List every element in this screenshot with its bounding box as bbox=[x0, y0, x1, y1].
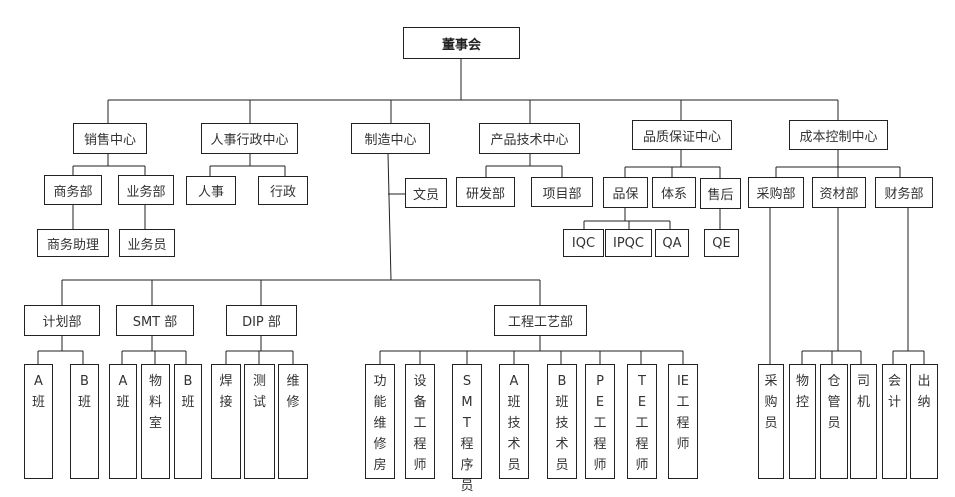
leaf-label: A班 bbox=[116, 374, 130, 410]
leaf-label: 功能维修房 bbox=[373, 374, 387, 473]
leaf-label: 测试 bbox=[253, 374, 267, 410]
node-smt-a-shift: A班 bbox=[109, 364, 137, 479]
node-product-tech-center: 产品技术中心 bbox=[479, 123, 580, 154]
node-eng-function-repair-room: 功能维修房 bbox=[365, 364, 395, 479]
node-salesman: 业务员 bbox=[119, 229, 175, 257]
node-iqc: IQC bbox=[563, 229, 604, 257]
node-accountant: 会计 bbox=[882, 364, 907, 479]
node-eng-b-shift-technician: B班技术员 bbox=[547, 364, 577, 479]
node-business-dept: 商务部 bbox=[44, 175, 102, 205]
node-dip-testing: 测试 bbox=[244, 364, 275, 479]
node-eng-a-shift-technician: A班技术员 bbox=[499, 364, 529, 479]
node-finance-dept: 财务部 bbox=[875, 177, 933, 208]
node-smt-dept: SMT 部 bbox=[116, 305, 194, 336]
leaf-label: B班技术员 bbox=[555, 374, 569, 473]
node-business-assistant: 商务助理 bbox=[37, 229, 109, 257]
leaf-label: PE工程师 bbox=[593, 374, 607, 473]
node-eng-te-engineer: TE工程师 bbox=[627, 364, 657, 479]
node-buyer: 采购员 bbox=[758, 364, 784, 479]
leaf-label: 焊接 bbox=[219, 374, 233, 410]
node-after-sales: 售后 bbox=[700, 178, 741, 209]
node-qe: QE bbox=[704, 229, 739, 257]
node-cashier: 出纳 bbox=[910, 364, 938, 479]
node-cost-control-center: 成本控制中心 bbox=[789, 120, 888, 150]
node-plan-b-shift: B班 bbox=[70, 364, 99, 479]
node-dip-repair: 维修 bbox=[278, 364, 308, 479]
leaf-label: 仓管员 bbox=[827, 374, 841, 431]
node-quality-center: 品质保证中心 bbox=[632, 120, 732, 150]
node-eng-pe-engineer: PE工程师 bbox=[585, 364, 615, 479]
node-clerk: 文员 bbox=[405, 178, 447, 208]
node-eng-equipment-engineer: 设备工程师 bbox=[405, 364, 435, 479]
node-plan-a-shift: A班 bbox=[24, 364, 53, 479]
node-smt-material-room: 物料室 bbox=[141, 364, 170, 479]
leaf-label: 设备工程师 bbox=[413, 374, 427, 473]
leaf-label: A班技术员 bbox=[507, 374, 521, 473]
leaf-label: B班 bbox=[78, 374, 92, 410]
node-dip-dept: DIP 部 bbox=[226, 305, 297, 336]
node-qa-dept: 品保 bbox=[603, 177, 648, 208]
leaf-label: SMT程序员 bbox=[460, 374, 474, 494]
node-engineering-dept: 工程工艺部 bbox=[494, 305, 587, 336]
node-personnel: 人事 bbox=[186, 176, 236, 205]
leaf-label: 维修 bbox=[286, 374, 300, 410]
node-sales-center: 销售中心 bbox=[73, 123, 147, 154]
node-qa: QA bbox=[655, 229, 689, 257]
node-dip-welding: 焊接 bbox=[211, 364, 241, 479]
node-materials-dept: 资材部 bbox=[812, 177, 866, 208]
node-eng-ie-engineer: IE工程师 bbox=[668, 364, 698, 479]
node-system: 体系 bbox=[652, 177, 696, 208]
node-ipqc: IPQC bbox=[605, 229, 652, 257]
node-sales-dept: 业务部 bbox=[118, 175, 174, 205]
node-planning-dept: 计划部 bbox=[24, 305, 100, 336]
node-purchasing-dept: 采购部 bbox=[748, 177, 804, 208]
node-rd-dept: 研发部 bbox=[456, 177, 515, 207]
node-project-dept: 项目部 bbox=[531, 177, 593, 207]
leaf-label: 出纳 bbox=[917, 374, 931, 410]
leaf-label: 会计 bbox=[888, 374, 902, 410]
node-material-control: 物控 bbox=[789, 364, 816, 479]
leaf-label: IE工程师 bbox=[676, 374, 690, 452]
node-eng-smt-programmer: SMT程序员 bbox=[452, 364, 482, 494]
node-board: 董事会 bbox=[403, 27, 520, 59]
node-hr-admin-center: 人事行政中心 bbox=[201, 123, 298, 154]
leaf-label: B班 bbox=[181, 374, 195, 410]
node-smt-b-shift: B班 bbox=[174, 364, 202, 479]
node-warehouse-keeper: 仓管员 bbox=[820, 364, 848, 479]
leaf-label: 司机 bbox=[857, 374, 871, 410]
leaf-label: TE工程师 bbox=[635, 374, 649, 473]
leaf-label: 物控 bbox=[796, 374, 810, 410]
leaf-label: A班 bbox=[32, 374, 46, 410]
leaf-label: 采购员 bbox=[764, 374, 778, 431]
leaf-label: 物料室 bbox=[149, 374, 163, 431]
node-driver: 司机 bbox=[850, 364, 877, 479]
node-admin: 行政 bbox=[258, 176, 308, 205]
node-manufacturing-center: 制造中心 bbox=[351, 123, 430, 154]
